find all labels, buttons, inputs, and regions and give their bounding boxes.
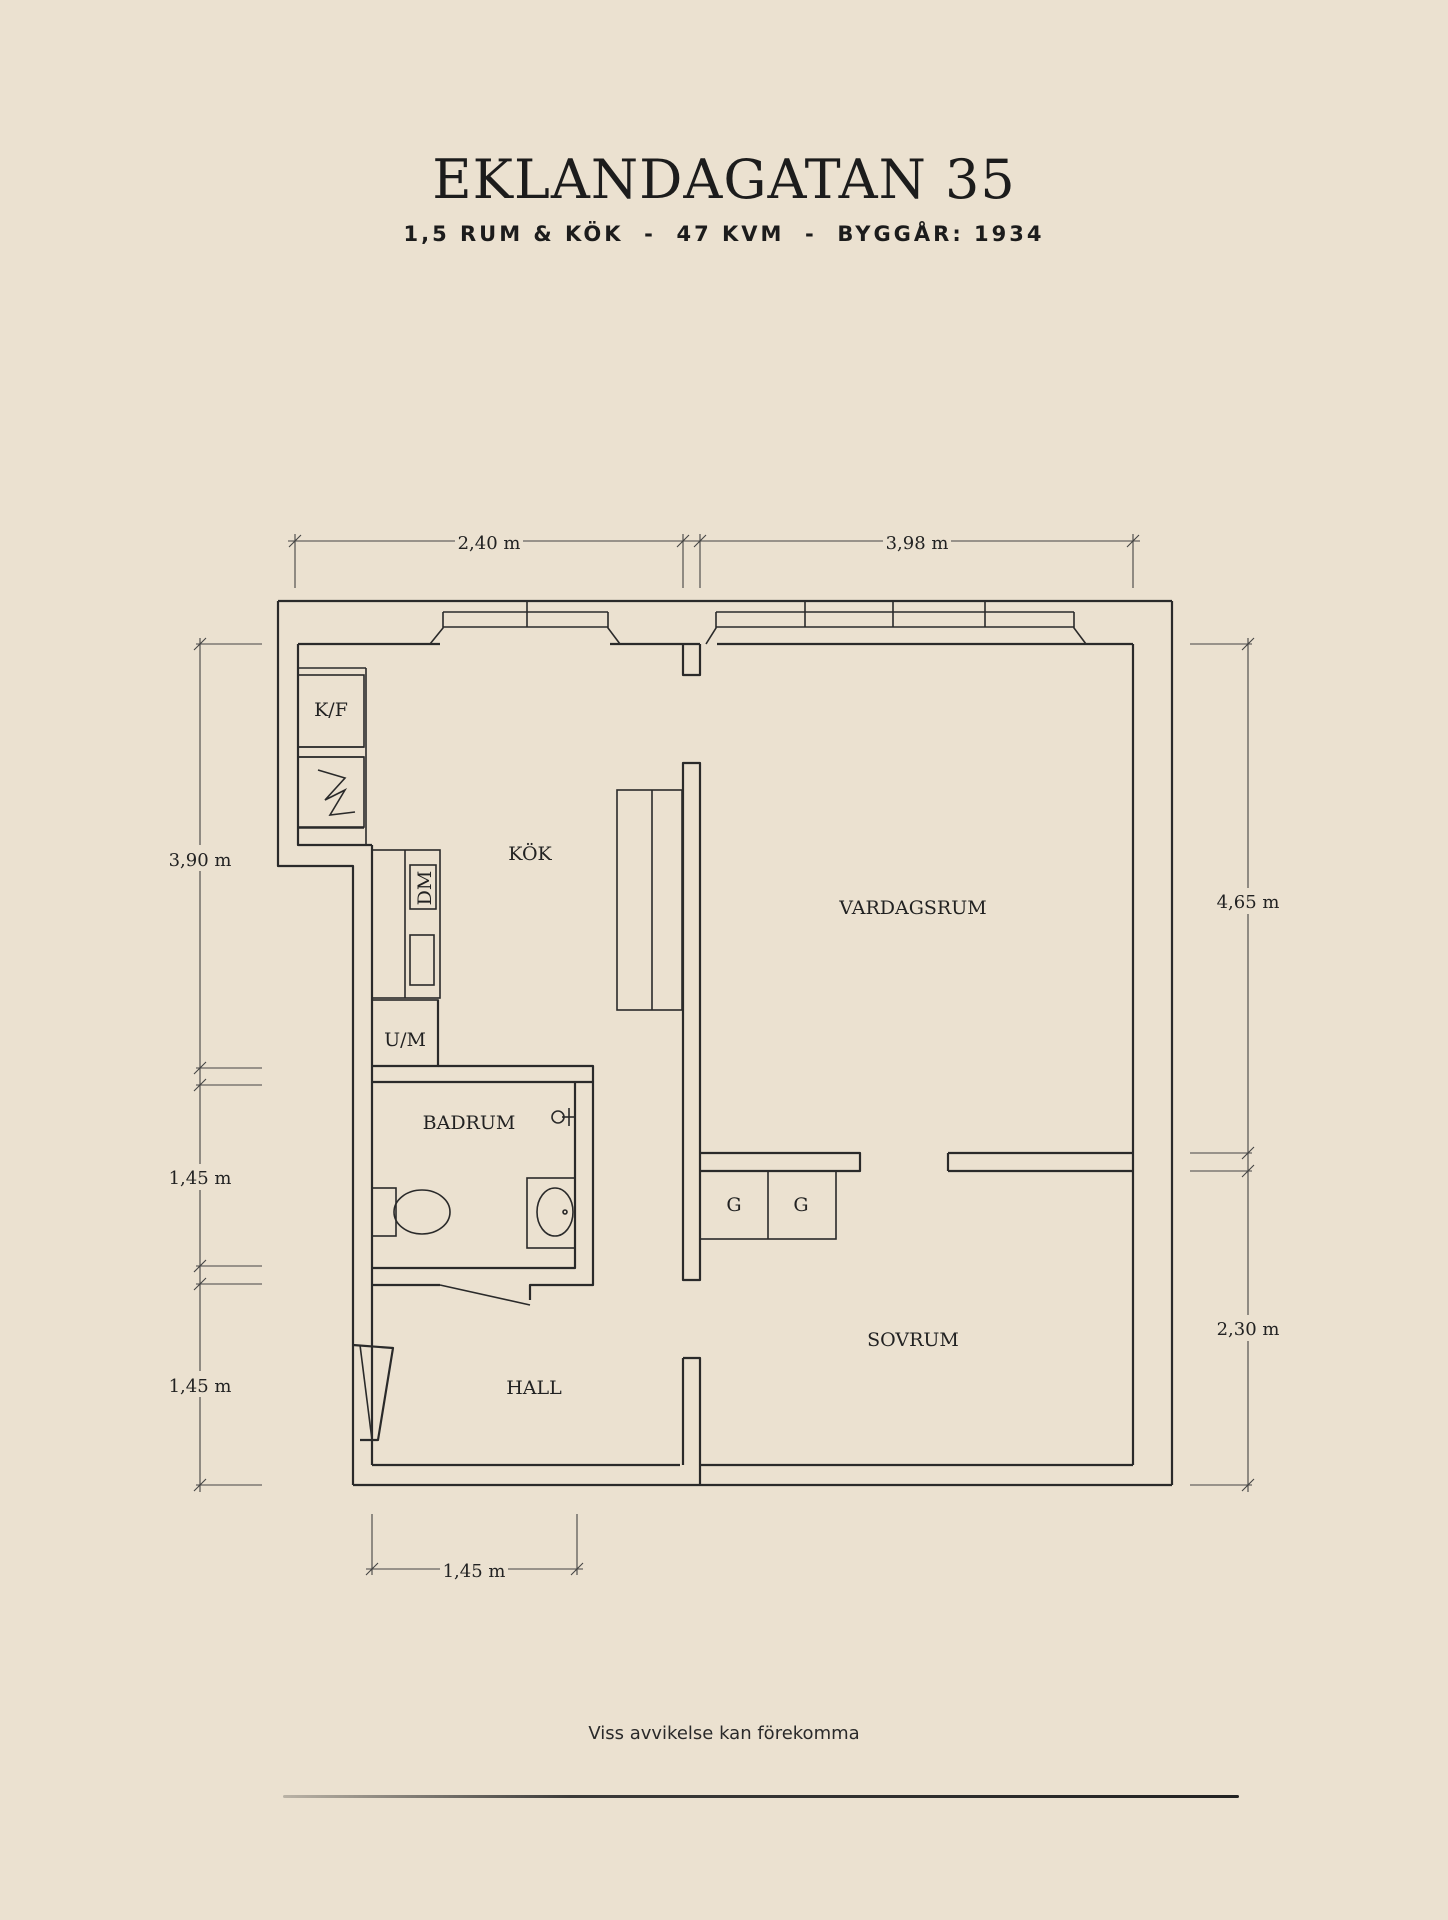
bathroom-fixtures <box>371 1108 576 1249</box>
entry-door <box>352 1343 395 1442</box>
dimension-left-middle: 1,45 m <box>169 1168 232 1189</box>
kitchen-fixtures <box>297 667 683 1067</box>
toilet-tank <box>371 1187 397 1237</box>
dimension-right-top: 4,65 m <box>1217 892 1280 913</box>
bathroom-sink <box>526 1177 576 1249</box>
dimension-lines <box>193 534 1255 1576</box>
dimension-top-right: 3,98 m <box>886 533 949 554</box>
kitchen-sink <box>409 934 435 986</box>
closets <box>699 1170 837 1240</box>
page-subtitle: 1,5 RUM & KÖK - 47 KVM - BYGGÅR: 1934 <box>403 222 1045 246</box>
fixture-label-g1: G <box>726 1194 741 1216</box>
dimension-top-left: 2,40 m <box>458 533 521 554</box>
footer-divider <box>283 1795 1239 1798</box>
washer-dryer <box>371 999 439 1067</box>
fixture-label-kf: K/F <box>314 699 348 721</box>
interior-walls <box>372 644 1133 1485</box>
room-label-sovrum: SOVRUM <box>867 1329 959 1351</box>
dimension-right-bottom: 2,30 m <box>1217 1319 1280 1340</box>
room-label-vardagsrum: VARDAGSRUM <box>838 897 986 919</box>
windows <box>429 601 1087 645</box>
page-title: EKLANDAGATAN 35 <box>432 148 1016 211</box>
fixture-label-g2: G <box>793 1194 808 1216</box>
room-label-badrum: BADRUM <box>423 1112 516 1134</box>
stove <box>297 756 365 828</box>
fixture-label-dm: DM <box>414 871 436 906</box>
wardrobe-kitchen <box>616 789 683 1011</box>
fixture-label-um: U/M <box>384 1029 426 1051</box>
room-label-kok: KÖK <box>508 842 552 865</box>
disclaimer-note: Viss avvikelse kan förekomma <box>588 1723 860 1744</box>
toilet-bowl <box>393 1189 451 1235</box>
dishwasher <box>409 864 437 910</box>
room-label-hall: HALL <box>506 1377 562 1399</box>
dimension-left-top: 3,90 m <box>169 850 232 871</box>
dimension-bottom: 1,45 m <box>443 1561 506 1582</box>
dimension-left-bottom: 1,45 m <box>169 1376 232 1397</box>
kitchen-counter <box>371 849 441 999</box>
